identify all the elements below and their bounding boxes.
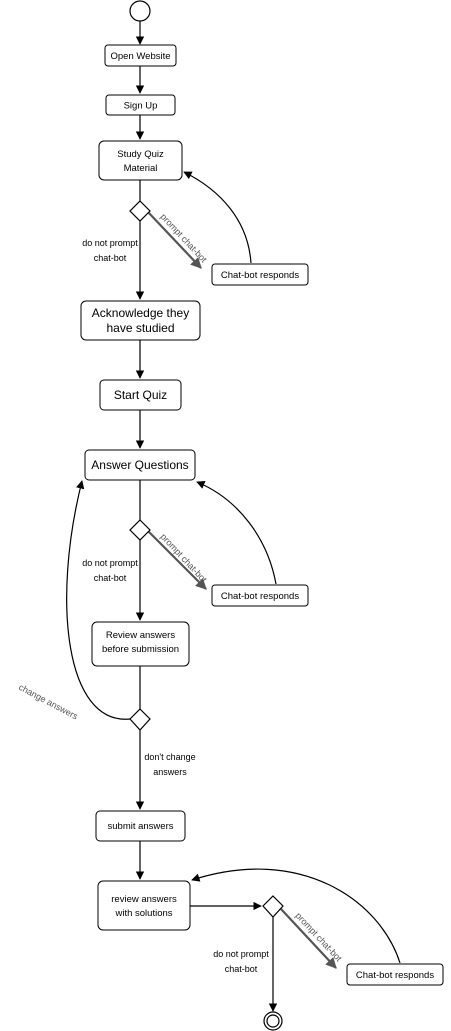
node-review-with-solutions: review answers with solutions (97, 880, 191, 931)
node-open-website: Open Website (104, 44, 177, 67)
node-chatbot-responds-1-label: Chat-bot responds (221, 270, 299, 281)
label-no-prompt-1a: do not prompt (82, 238, 138, 248)
decision-diamond-3 (129, 708, 151, 731)
node-submit-answers-label: submit answers (108, 821, 174, 832)
node-review-before-submission: Review answers before submission (91, 621, 190, 667)
node-review-label-2: before submission (102, 644, 179, 655)
label-prompt-chatbot-1: prompt chat-bot (159, 212, 210, 265)
node-review-sol-label-1: review answers (111, 894, 177, 905)
label-dont-change-1: don't change (144, 752, 195, 762)
node-chatbot-responds-1: Chat-bot responds (211, 263, 309, 286)
label-no-prompt-2a: do not prompt (82, 558, 138, 568)
end-node (263, 1011, 283, 1031)
start-node (129, 0, 151, 22)
label-no-prompt-2b: chat-bot (94, 573, 127, 583)
edge-change-answers (66, 480, 131, 720)
node-start-quiz-label: Start Quiz (114, 388, 167, 402)
node-study-quiz-material: Study Quiz Material (98, 140, 183, 181)
node-review-sol-label-2: with solutions (114, 908, 172, 919)
node-answer-questions-label: Answer Questions (91, 458, 188, 472)
edge-prompt-chatbot-3 (280, 908, 337, 969)
node-submit-answers: submit answers (95, 810, 186, 842)
label-prompt-chatbot-2: prompt chat-bot (159, 532, 210, 585)
label-no-prompt-3a: do not prompt (213, 949, 269, 959)
edge-chatbot2-return (196, 481, 277, 585)
node-review-label-1: Review answers (106, 630, 175, 641)
edge-prompt-chatbot-1 (147, 211, 202, 269)
node-study-label-2: Material (124, 163, 158, 174)
node-chatbot-responds-2-label: Chat-bot responds (221, 591, 299, 602)
decision-diamond-4 (262, 895, 284, 918)
node-acknowledge-studied: Acknowledge they have studied (80, 300, 201, 341)
decision-diamond-2 (129, 519, 151, 541)
edge-chatbot1-return (183, 171, 252, 264)
node-answer-questions: Answer Questions (84, 449, 196, 481)
node-sign-up: Sign Up (105, 94, 176, 116)
node-ack-label-1: Acknowledge they (92, 306, 189, 320)
node-open-website-label: Open Website (110, 51, 170, 62)
node-study-label-1: Study Quiz (117, 149, 164, 160)
label-prompt-chatbot-3: prompt chat-bot (294, 911, 345, 964)
edge-prompt-chatbot-2 (147, 530, 207, 590)
edge-chatbot3-return (191, 868, 401, 964)
node-chatbot-responds-3: Chat-bot responds (346, 963, 444, 986)
label-dont-change-2: answers (153, 767, 187, 777)
label-no-prompt-3b: chat-bot (225, 964, 258, 974)
node-ack-label-2: have studied (106, 321, 174, 335)
node-sign-up-label: Sign Up (124, 101, 158, 112)
label-no-prompt-1b: chat-bot (94, 253, 127, 263)
node-chatbot-responds-3-label: Chat-bot responds (356, 970, 434, 981)
node-chatbot-responds-2: Chat-bot responds (211, 584, 309, 607)
node-start-quiz: Start Quiz (99, 379, 182, 411)
decision-diamond-1 (129, 200, 151, 222)
label-change-answers: change answers (17, 682, 80, 722)
